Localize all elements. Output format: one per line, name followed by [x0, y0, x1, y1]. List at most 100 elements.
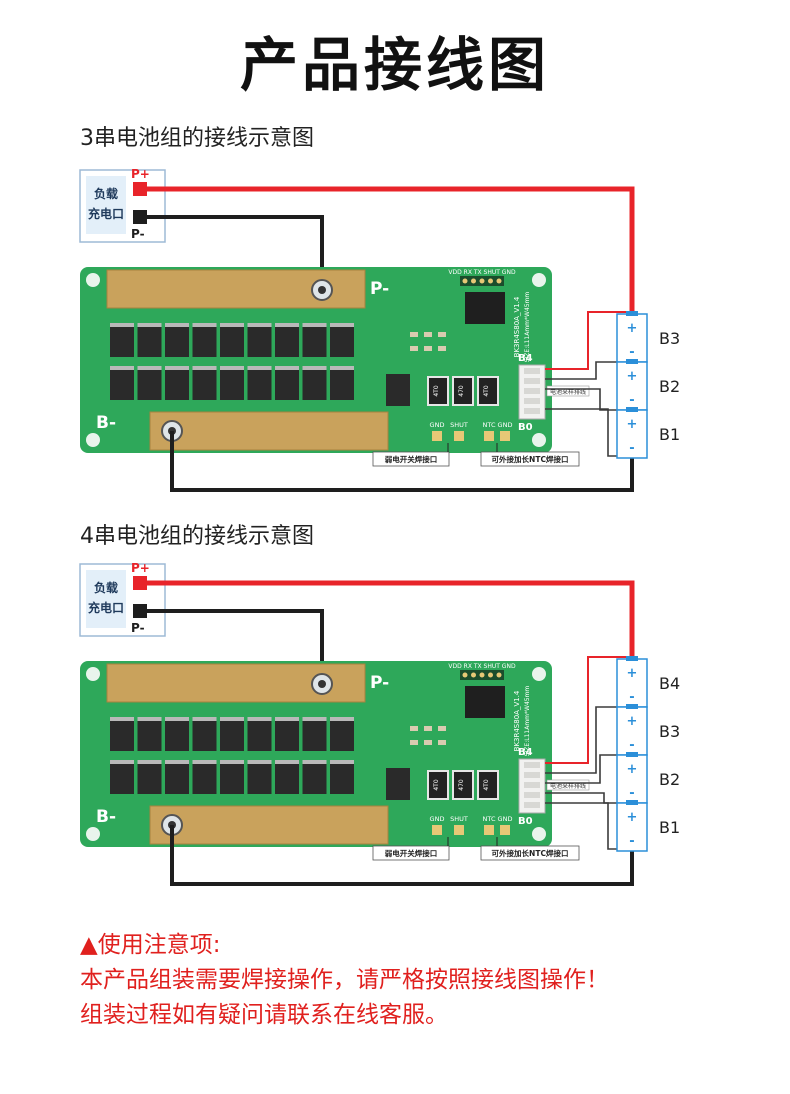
cell-terminal	[626, 752, 638, 757]
cell-terminal	[626, 359, 638, 364]
mosfet-tab	[220, 323, 244, 329]
smd-component	[438, 332, 446, 337]
p-minus-wire	[147, 215, 324, 290]
p-plus-terminal	[133, 182, 147, 196]
smd-component	[424, 740, 432, 745]
cell-plus-sign: +	[627, 321, 638, 336]
shunt-resistor	[477, 376, 499, 406]
board-p-minus-label: P-	[370, 279, 389, 299]
mosfet-tab	[302, 717, 327, 723]
mosfet-tab	[275, 760, 299, 766]
connector-pin	[524, 398, 540, 404]
connector-pin	[524, 772, 540, 778]
bottom-pad	[432, 825, 442, 835]
bottom-pad	[484, 825, 494, 835]
connector-pin	[524, 802, 540, 808]
mosfet-tab	[165, 760, 189, 766]
mosfet	[330, 327, 354, 357]
bms-pcb	[80, 267, 552, 453]
sense-wire-tap	[545, 706, 617, 774]
smd-component	[424, 726, 432, 731]
cell-label: B3	[659, 722, 680, 741]
resistor-label: 470	[458, 385, 465, 397]
connector-pin	[524, 388, 540, 394]
harness-label-box	[546, 779, 590, 791]
connector-pin	[524, 378, 540, 384]
b-minus-wire	[170, 825, 634, 886]
harness-label: 电池采样排线	[550, 388, 586, 396]
p-minus-wire	[147, 609, 324, 684]
resistor-label: 4T0	[433, 779, 440, 790]
mount-hole-tr	[532, 667, 546, 681]
mount-hole-tl	[86, 273, 100, 287]
mosfet-tab	[192, 760, 217, 766]
cell-plus-sign: +	[627, 810, 638, 825]
mosfet	[110, 370, 134, 400]
smd-component	[410, 726, 418, 731]
p-plus-wire	[147, 580, 635, 663]
usage-notice: ▲使用注意项: 本产品组装需要焊接操作，请严格按照接线图操作！ 组装过程如有疑问…	[80, 928, 609, 1033]
switch-callout-box	[372, 451, 450, 467]
load-port-label-bg	[86, 176, 126, 234]
sense-wire-tap	[545, 361, 617, 380]
bottom-pad-label: SHUT	[450, 815, 468, 823]
p-minus-screw-hole	[318, 286, 326, 294]
mount-hole-bl	[86, 433, 100, 447]
mosfet	[192, 764, 217, 794]
mosfet-tab	[165, 323, 189, 329]
bms-ic	[465, 686, 505, 718]
mosfet-tab	[110, 760, 134, 766]
header-pin	[479, 278, 485, 284]
cell-minus-sign: -	[629, 786, 634, 801]
bms-ic	[465, 292, 505, 324]
bottom-pad-label: GND	[430, 815, 445, 823]
mosfet-tab	[247, 717, 272, 723]
cell-terminal	[626, 656, 638, 661]
connector-b4-label: B4	[518, 353, 533, 364]
shunt-resistor	[452, 376, 474, 406]
switch-callout-label: 弱电开关焊接口	[385, 454, 438, 464]
mount-hole-tl	[86, 667, 100, 681]
connector-b4-label: B4	[518, 747, 533, 758]
mosfet-tab	[275, 366, 299, 372]
mosfet	[247, 721, 272, 751]
shunt-resistor	[427, 376, 449, 406]
mosfet-tab	[110, 717, 134, 723]
mosfet-tab	[302, 760, 327, 766]
resistor-label: 470	[458, 779, 465, 791]
mosfet	[247, 764, 272, 794]
bottom-pad-label: GND	[498, 421, 513, 429]
board-p-minus-label: P-	[370, 673, 389, 693]
board-size-text: SIZE:L11Amm*W45mm	[524, 292, 531, 363]
bms-pcb	[80, 661, 552, 847]
battery-cell	[616, 752, 648, 804]
mosfet	[192, 721, 217, 751]
ntc-callout-box	[480, 845, 580, 861]
mosfet	[330, 721, 354, 751]
mosfet-tab	[330, 366, 354, 372]
p-minus-terminal	[133, 210, 147, 224]
mosfet-tab	[110, 366, 134, 372]
mosfet-tab	[137, 323, 162, 329]
mosfet-tab	[165, 366, 189, 372]
cell-minus-sign: -	[629, 834, 634, 849]
cell-label: B2	[659, 770, 680, 789]
header-pin	[488, 278, 493, 284]
mount-hole-br	[532, 827, 546, 841]
bottom-pad	[500, 825, 510, 835]
notice-heading: ▲使用注意项:	[80, 932, 221, 958]
ntc-callout-label: 可外接加长NTC焊接口	[492, 848, 569, 858]
bottom-pad-label: SHUT	[450, 421, 468, 429]
cell-label: B1	[659, 425, 680, 444]
mosfet	[137, 327, 162, 357]
cell-plus-sign: +	[627, 417, 638, 432]
b-minus-busbar	[149, 805, 389, 845]
mosfet	[110, 764, 134, 794]
shunt-resistor	[452, 770, 474, 800]
mosfet	[220, 764, 244, 794]
page-title: 产品接线图	[239, 31, 550, 99]
ntc-callout-box	[480, 451, 580, 467]
mount-hole-br	[532, 433, 546, 447]
cell-minus-sign: -	[629, 738, 634, 753]
